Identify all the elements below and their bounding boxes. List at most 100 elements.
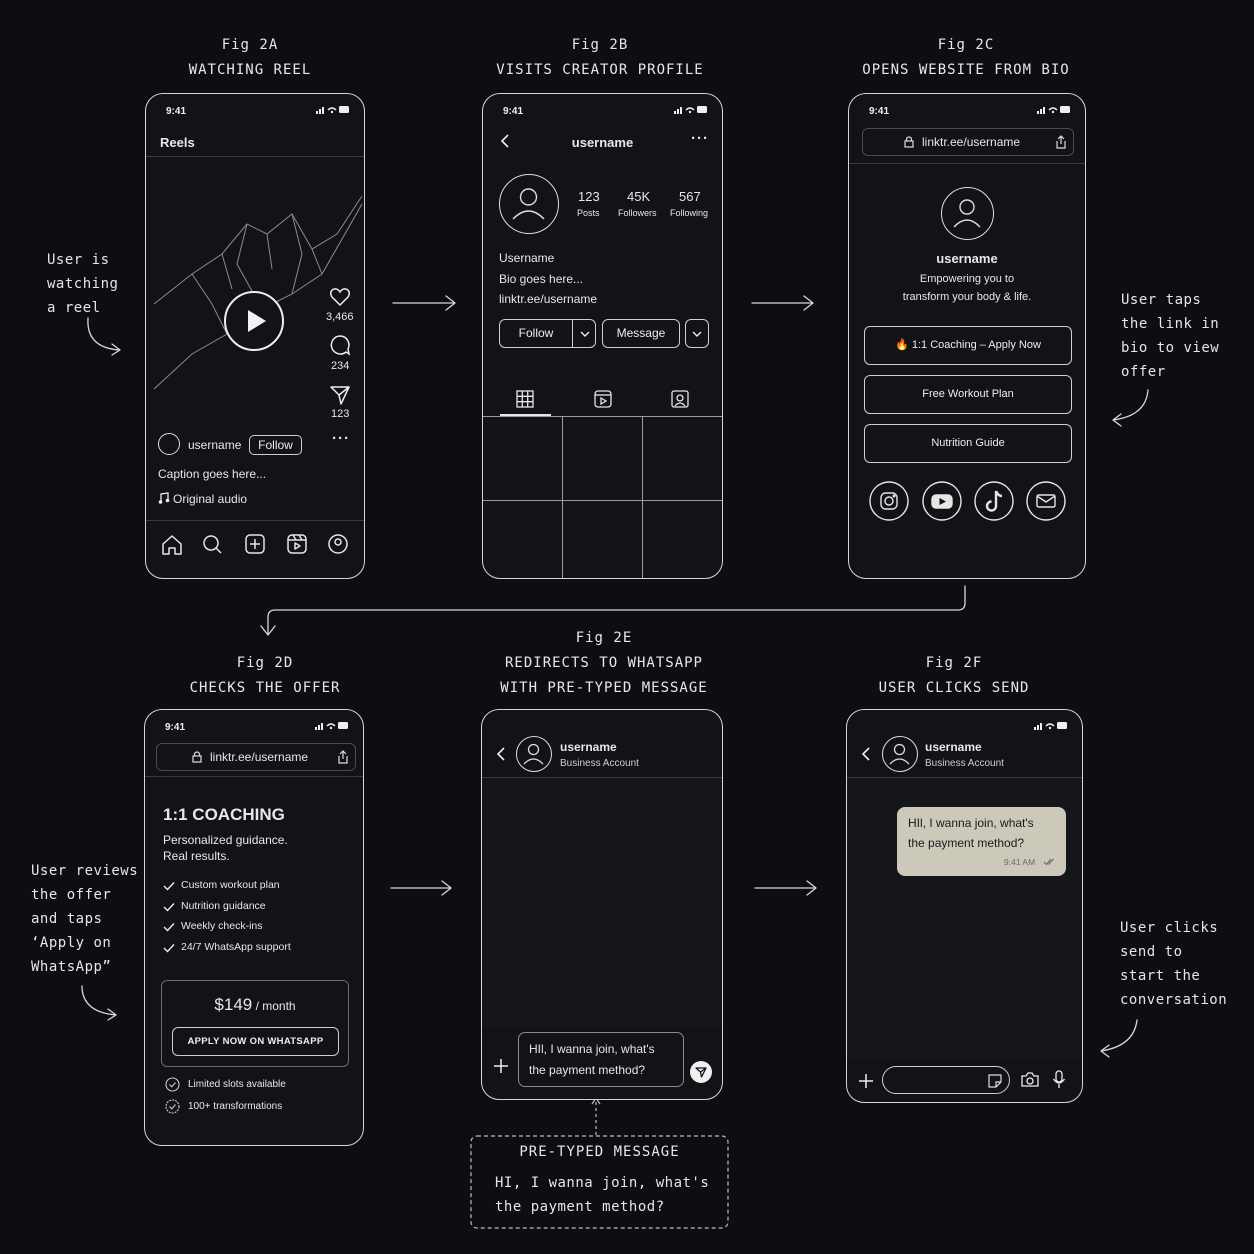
fig-2a-title: Fig 2A WATCHING REEL [150,33,350,83]
back-chevron-icon[interactable] [495,746,507,762]
follow-button[interactable]: Follow [249,435,302,455]
comment-count: 234 [331,360,350,372]
share-icon[interactable] [1055,135,1067,149]
bio-link[interactable]: linktr.ee/username [499,292,598,306]
note-clicks-send: User clicks send to start the conversati… [1120,916,1227,1012]
grid-divider [562,417,563,578]
social-icons [869,481,1066,521]
signal-wifi-battery-icon [316,106,349,114]
note-line: offer [1121,364,1166,380]
callout-message: HI, I wanna join, what's the payment met… [495,1171,709,1219]
message-input[interactable]: HIl, I wanna join, what's the payment me… [518,1032,684,1087]
reel-username[interactable]: username [188,438,242,452]
price: $149 / month [162,995,348,1015]
fig-label: Fig 2F [925,655,983,671]
address-bar[interactable]: linktr.ee/username [862,128,1074,156]
camera-icon[interactable] [1020,1071,1040,1088]
chevron-down-icon [572,320,597,347]
profile-bio: Bio goes here... [499,272,584,286]
draft-line-2: the payment method? [529,1063,646,1077]
tagged-icon [671,390,689,408]
price-period: / month [252,999,296,1013]
phone-linktree: 9:41 linktr.ee/username username Empower… [848,93,1086,579]
note-line: User clicks [1120,920,1219,936]
link-nutrition-button[interactable]: Nutrition Guide [864,424,1072,463]
note-taps-link: User taps the link in bio to view offer [1121,288,1219,384]
reels-icon [287,534,307,554]
bottom-nav [162,534,348,555]
user-icon [512,188,545,220]
comment-icon[interactable] [329,334,351,356]
fig-caption: USER CLICKS SEND [878,680,1030,696]
note-line: bio to view [1121,340,1220,356]
arrow-e-f [754,880,817,896]
phone-profile: 9:41 username ··· 123 Posts 45K Follower… [482,93,723,579]
fig-caption: WATCHING REEL [188,62,312,78]
following-count: 567 [679,189,701,204]
fig-2f-title: Fig 2F USER CLICKS SEND [854,651,1054,701]
play-button[interactable] [224,291,284,351]
profile-header-username: username [571,135,634,150]
plus-icon[interactable] [493,1058,509,1074]
note-arrow-a [87,317,121,356]
sent-line-2: the payment method? [908,836,1025,850]
user-icon [889,743,910,765]
fig-2d-title: Fig 2D CHECKS THE OFFER [165,651,365,701]
follow-dropdown-button[interactable]: Follow [499,319,596,348]
fig-2b-title: Fig 2B VISITS CREATOR PROFILE [480,33,720,83]
url-text: linktr.ee/username [210,750,309,764]
linktree-tagline-2: transform your body & life. [902,291,1032,303]
fig-caption: OPENS WEBSITE FROM BIO [862,62,1070,78]
sticker-icon[interactable] [987,1073,1003,1089]
avatar[interactable] [158,433,180,455]
arrow-d-e [390,880,452,896]
note-line: start the [1120,968,1201,984]
link-workout-button[interactable]: Free Workout Plan [864,375,1072,414]
message-button[interactable]: Message [602,319,680,348]
fig-2e-title: Fig 2E REDIRECTS TO WHATSAPP WITH PRE-TY… [484,626,724,701]
offer-subtitle-2: Real results. [163,849,230,863]
grid-divider [642,417,643,578]
sent-message-bubble: HIl, I wanna join, what's the payment me… [897,807,1066,876]
note-line: User is [47,252,110,268]
check-icon [163,923,175,932]
reel-audio: Original audio [173,492,248,506]
fig-caption-2: WITH PRE-TYPED MESSAGE [500,680,708,696]
heart-icon[interactable] [329,286,351,308]
draft-line-1: HIl, I wanna join, what's [529,1042,655,1056]
chevron-down-icon [692,331,702,337]
linktree-username: username [936,251,998,266]
share-icon[interactable] [329,384,351,406]
suggest-chevron-button[interactable] [685,319,709,348]
status-bar: 9:41 [483,104,722,118]
signal-wifi-battery-icon [674,106,707,114]
send-button[interactable] [690,1061,712,1083]
mail-icon [1026,481,1066,521]
note-line: watching [47,276,119,292]
music-note-icon [158,492,170,504]
follow-label: Follow [518,326,554,340]
offer-subtitle-1: Personalized guidance. [163,833,288,847]
back-chevron-icon[interactable] [499,133,511,149]
status-bar: 9:41 [146,104,364,118]
sent-line-1: HIl, I wanna join, what's [908,816,1034,830]
link-label: 1:1 Coaching – Apply Now [911,339,1041,351]
status-bar [847,720,1082,734]
following-label: Following [670,208,709,218]
note-line: and taps [31,911,103,927]
microphone-icon[interactable] [1052,1070,1066,1089]
status-time: 9:41 [165,722,186,733]
link-coaching-button[interactable]: 🔥 1:1 Coaching – Apply Now [864,326,1072,365]
share-icon[interactable] [337,750,349,764]
more-icon[interactable]: ··· [691,130,709,147]
url-text: linktr.ee/username [922,135,1021,149]
more-icon[interactable]: ··· [332,430,350,447]
plus-icon[interactable] [858,1073,874,1089]
message-input[interactable] [882,1066,1010,1094]
address-bar[interactable]: linktr.ee/username [156,743,356,771]
active-tab-indicator [500,414,551,416]
apply-whatsapp-button[interactable]: APPLY NOW ON WHATSAPP [172,1027,339,1056]
followers-count: 45K [627,189,651,204]
back-chevron-icon[interactable] [860,746,872,762]
